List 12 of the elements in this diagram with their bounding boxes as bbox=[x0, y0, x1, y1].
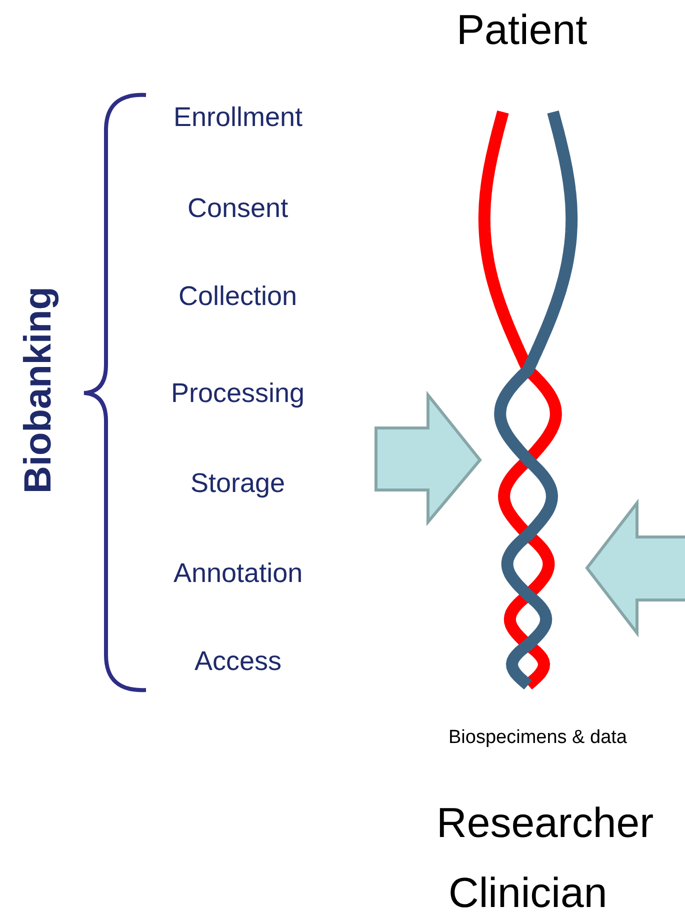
step-label: Access bbox=[194, 648, 282, 674]
heading-label: Clinician bbox=[448, 872, 608, 914]
step-label: Processing bbox=[171, 380, 305, 406]
step-label: Collection bbox=[178, 282, 298, 310]
step-label: Enrollment bbox=[174, 104, 303, 130]
step-label: Annotation bbox=[174, 560, 303, 586]
heading-label: Patient bbox=[456, 9, 588, 51]
step-label: Storage bbox=[190, 470, 286, 496]
step-label: Consent bbox=[188, 194, 288, 222]
heading-label: Researcher bbox=[436, 802, 654, 844]
caption-label: Biospecimens & data bbox=[448, 728, 627, 746]
bracket-label: Biobanking bbox=[18, 286, 57, 494]
